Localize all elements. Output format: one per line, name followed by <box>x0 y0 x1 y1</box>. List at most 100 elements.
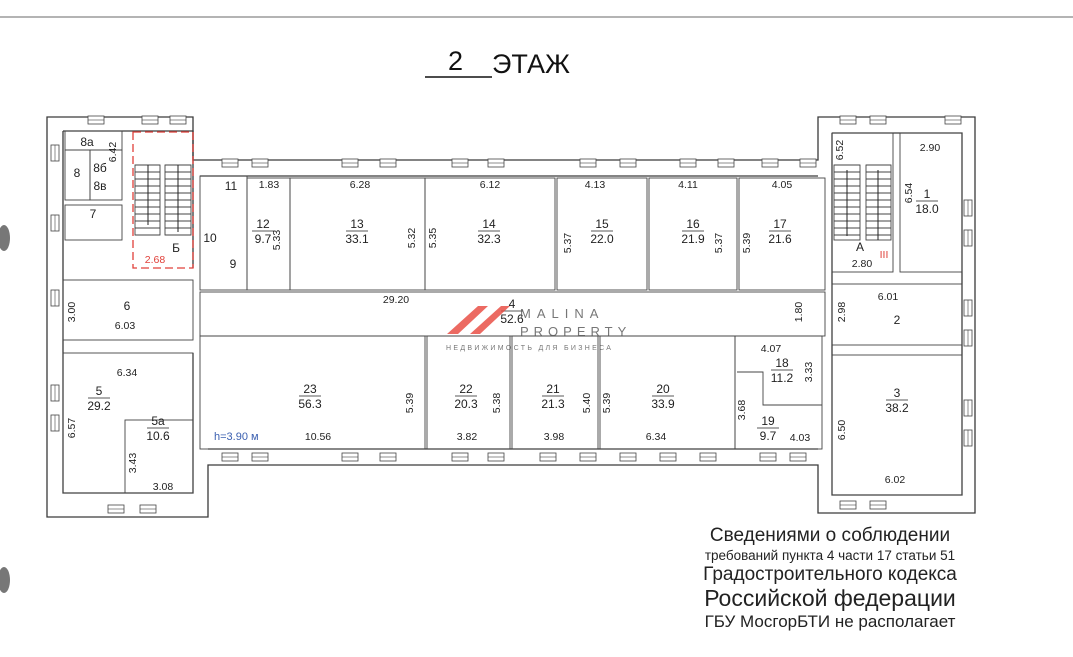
room-5a-number: 5а <box>151 414 165 428</box>
windows <box>50 115 973 514</box>
watermark-logo-mark <box>447 306 510 334</box>
room-18-area: 11.2 <box>771 371 794 385</box>
stair-a <box>833 164 892 241</box>
dimension-label: 10.56 <box>305 431 331 443</box>
dimension-label: 1.83 <box>259 179 280 191</box>
notice-line: Градостроительного кодекса <box>703 564 957 585</box>
room-12-area: 9.7 <box>255 232 272 246</box>
room-labels: 8а 8 8б 8в 7 11 10 9 6 2 Б А III <box>74 135 901 327</box>
room-20-number: 20 <box>656 382 670 396</box>
room-16-number: 16 <box>686 217 700 231</box>
dimension-label: 3.43 <box>127 453 139 474</box>
room-1-area: 18.0 <box>915 202 939 216</box>
dimension-label: 6.28 <box>350 179 371 191</box>
dimension-label: 2.68 <box>145 254 166 266</box>
room-walls <box>62 130 963 496</box>
bti-notice: Сведениями о соблюдении требований пункт… <box>685 525 975 632</box>
room-17-number: 17 <box>773 217 787 231</box>
notice-line: Российской федерации <box>704 585 956 611</box>
notice-line: Сведениями о соблюдении <box>709 525 951 546</box>
dimension-label: 2.90 <box>920 142 941 154</box>
dimension-label: 5.37 <box>713 233 725 254</box>
watermark-brand-line1: MALINA <box>520 306 604 321</box>
dimension-label: 6.57 <box>66 418 78 439</box>
dimension-label: 5.39 <box>601 393 613 414</box>
room-14-area: 32.3 <box>477 232 501 246</box>
room-21-number: 21 <box>546 382 560 396</box>
room-5-number: 5 <box>96 384 103 398</box>
room-6: 6 <box>124 299 131 313</box>
room-9: 9 <box>230 257 237 271</box>
dimension-label: 2.98 <box>836 302 848 323</box>
binder-hole <box>0 225 10 251</box>
room-2: 2 <box>894 313 901 327</box>
room-13-number: 13 <box>350 217 364 231</box>
dimension-label: 5.33 <box>271 230 283 251</box>
room-5a-area: 10.6 <box>146 429 170 443</box>
stair-b <box>132 131 194 269</box>
room-15-area: 22.0 <box>590 232 614 246</box>
room-3-number: 3 <box>894 386 901 400</box>
dimension-label: 6.54 <box>903 183 915 204</box>
dimension-label: 4.13 <box>585 179 606 191</box>
watermark-tagline: НЕДВИЖИМОСТЬ ДЛЯ БИЗНЕСА <box>446 345 613 352</box>
dimension-label: 4.11 <box>678 179 698 191</box>
dimension-label: 5.37 <box>562 233 574 254</box>
dimension-label: 3.98 <box>544 431 565 443</box>
dimension-label: 2.80 <box>852 258 873 270</box>
room-8: 8 <box>74 166 81 180</box>
dimension-label: 4.03 <box>790 432 811 444</box>
room-7: 7 <box>90 207 97 221</box>
dimension-label: 6.42 <box>107 142 119 163</box>
dimension-label: 3.68 <box>736 400 748 421</box>
dimension-label: 6.34 <box>117 367 138 379</box>
room-area-labels: 118.0338.2452.6529.25а10.6129.71333.1143… <box>87 187 939 443</box>
dimension-label: 3.33 <box>803 362 815 383</box>
room-17-area: 21.6 <box>768 232 792 246</box>
room-22-area: 20.3 <box>454 397 478 411</box>
dimension-labels: 6.422.681.835.336.285.326.125.354.135.37… <box>66 140 940 493</box>
room-5-area: 29.2 <box>87 399 111 413</box>
watermark-brand-line2: PROPERTY <box>520 324 631 339</box>
dimension-label: 3.08 <box>153 481 174 493</box>
dimension-label: 6.01 <box>878 291 899 303</box>
dimension-label: 6.12 <box>480 179 501 191</box>
dimension-label: 4.05 <box>772 179 793 191</box>
room-23-number: 23 <box>303 382 317 396</box>
room-23-area: 56.3 <box>298 397 322 411</box>
room-19-area: 9.7 <box>760 429 777 443</box>
dimension-label: 5.32 <box>406 228 418 249</box>
room-16-area: 21.9 <box>681 232 705 246</box>
dimension-label: 5.39 <box>741 233 753 254</box>
room-3-area: 38.2 <box>885 401 909 415</box>
room-12-number: 12 <box>256 217 270 231</box>
dimension-label: 6.52 <box>834 140 846 161</box>
dimension-label: 3.00 <box>66 302 78 323</box>
dimension-label: 6.34 <box>646 431 667 443</box>
ceiling-height-note: h=3.90 м <box>214 431 259 443</box>
dimension-label: 6.03 <box>115 320 136 332</box>
room-11: 11 <box>225 179 238 193</box>
room-8b: 8б <box>93 161 107 175</box>
watermark-logo: MALINA PROPERTY НЕДВИЖИМОСТЬ ДЛЯ БИЗНЕСА <box>446 306 631 352</box>
dimension-label: 1.80 <box>793 302 805 323</box>
binder-hole <box>0 567 10 593</box>
room-19-number: 19 <box>761 414 775 428</box>
room-22-number: 22 <box>459 382 473 396</box>
dimension-label: 4.07 <box>761 343 782 355</box>
room-13-area: 33.1 <box>345 232 369 246</box>
room-8v: 8в <box>93 179 106 193</box>
stair-a-mark: III <box>880 249 889 261</box>
room-18-number: 18 <box>775 356 789 370</box>
dimension-label: 5.39 <box>404 393 416 414</box>
room-21-area: 21.3 <box>541 397 565 411</box>
floor-number: 2 <box>448 46 463 76</box>
floor-title: ЭТАЖ <box>492 49 570 79</box>
dimension-label: 5.40 <box>581 393 593 414</box>
notice-line: ГБУ МосгорБТИ не располагает <box>704 612 956 631</box>
dimension-label: 3.82 <box>457 431 478 443</box>
room-14-number: 14 <box>482 217 496 231</box>
room-15-number: 15 <box>595 217 609 231</box>
room-1-number: 1 <box>924 187 931 201</box>
dimension-label: 6.50 <box>836 420 848 441</box>
